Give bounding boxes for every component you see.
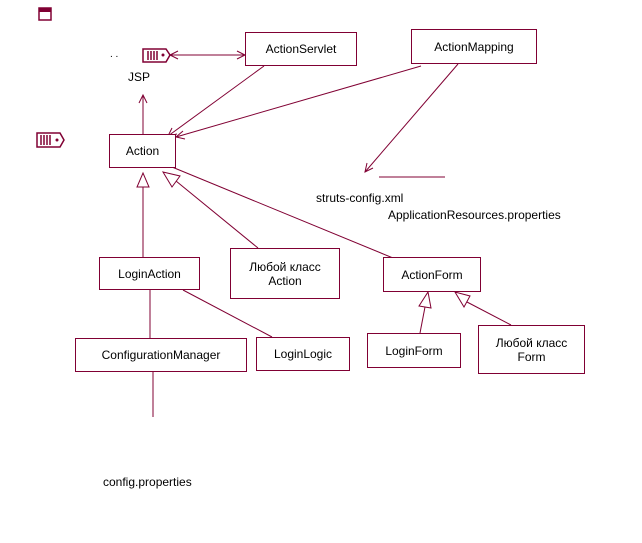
struts-config-label: struts-config.xml: [316, 191, 404, 205]
mapping-to-action-link: [174, 65, 422, 140]
any-form-generalization: [453, 291, 512, 326]
config-properties-label: config.properties: [103, 475, 192, 489]
class-action[interactable]: Action: [109, 134, 176, 168]
package-icon: [38, 7, 52, 21]
class-any-action-label: Любой класс Action: [249, 259, 321, 288]
app-resources-label: ApplicationResources.properties: [388, 208, 561, 222]
class-any-action[interactable]: Любой класс Action: [230, 248, 340, 299]
class-action-servlet[interactable]: ActionServlet: [245, 32, 357, 66]
action-component-icon: [36, 132, 65, 148]
class-login-action-label: LoginAction: [118, 266, 181, 281]
class-action-mapping[interactable]: ActionMapping: [411, 29, 537, 64]
class-action-form-label: ActionForm: [401, 267, 463, 282]
any-action-generalization: [161, 171, 259, 249]
class-login-logic[interactable]: LoginLogic: [256, 337, 350, 371]
login-form-generalization: [418, 290, 432, 334]
class-login-action[interactable]: LoginAction: [99, 257, 200, 290]
class-any-form-label: Любой класс Form: [495, 335, 568, 364]
class-action-servlet-label: ActionServlet: [265, 42, 337, 56]
jsp-label: JSP: [128, 70, 151, 84]
class-action-form[interactable]: ActionForm: [383, 257, 481, 292]
class-action-mapping-label: ActionMapping: [434, 39, 514, 54]
class-any-form[interactable]: Любой класс Form: [478, 325, 585, 374]
action-to-jsp-link: [138, 93, 148, 134]
class-login-form[interactable]: LoginForm: [367, 333, 461, 368]
class-login-logic-label: LoginLogic: [273, 347, 333, 361]
login-action-login-logic-link: [182, 289, 273, 338]
login-action-generalization: [136, 171, 150, 257]
class-configuration-manager[interactable]: ConfigurationManager: [75, 338, 247, 372]
jsp-component-icon: [142, 48, 171, 63]
class-configuration-manager-label: ConfigurationManager: [101, 348, 221, 362]
jsp-dots-label: . .: [110, 49, 119, 60]
mapping-to-config-link: [364, 63, 459, 173]
class-action-label: Action: [125, 144, 160, 158]
action-form-association: [171, 166, 394, 259]
class-login-form-label: LoginForm: [385, 343, 443, 358]
jsp-servlet-link: [168, 50, 247, 60]
